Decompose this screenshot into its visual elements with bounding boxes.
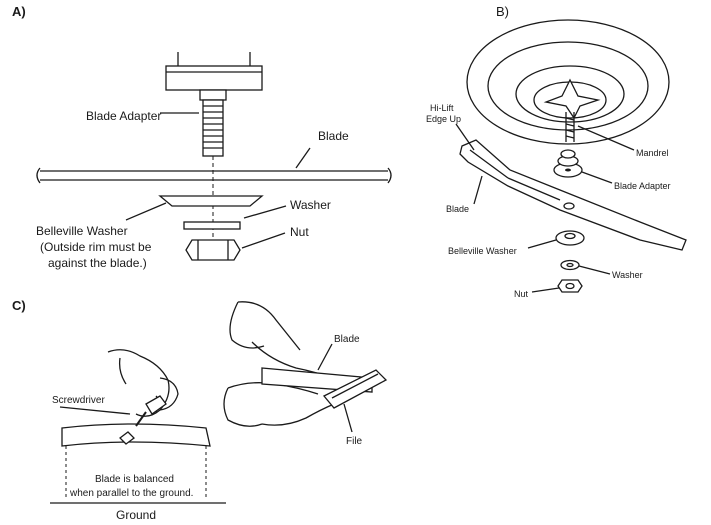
leader-file [343, 403, 353, 433]
label-blade-b: Blade [446, 204, 469, 214]
label-belleville-a-2: (Outside rim must be [40, 240, 152, 254]
deck-housing [466, 19, 670, 145]
label-washer-a: Washer [290, 198, 331, 212]
label-hilift-2: Edge Up [426, 114, 461, 124]
panel-a-letter: A) [12, 4, 26, 19]
leader-screwdriver [59, 406, 131, 415]
file [322, 369, 388, 409]
panel-a: A) [12, 4, 392, 270]
label-mandrel: Mandrel [636, 148, 669, 158]
blade-filing-illustration [223, 301, 388, 433]
leader-blade [295, 147, 311, 169]
nut-b [557, 279, 583, 293]
label-belleville-a-1: Belleville Washer [36, 224, 128, 238]
belleville-washer-a [158, 195, 264, 207]
label-balanced-1: Blade is balanced [95, 474, 174, 485]
leader-blade-adapter-b [581, 171, 613, 184]
label-screwdriver: Screwdriver [52, 395, 105, 406]
spindle-housing [165, 52, 263, 91]
label-blade-adapter-a: Blade Adapter [86, 109, 161, 123]
leader-hilift [455, 123, 475, 151]
blade-adapter-bolt [199, 89, 227, 157]
belleville-washer-b [555, 230, 585, 246]
leader-nut-b [531, 287, 560, 293]
blade-balance-illustration [50, 349, 226, 504]
mandrel [565, 112, 575, 142]
leader-mandrel [577, 125, 635, 151]
label-hilift-1: Hi-Lift [430, 103, 454, 113]
panel-c: C) Screwdriver Blade is balanced when pa… [12, 298, 388, 522]
label-belleville-a-3: against the blade.) [48, 256, 147, 270]
panel-b-letter: B) [496, 4, 509, 19]
label-ground: Ground [116, 508, 156, 522]
leader-nut [241, 232, 286, 249]
label-blade-c: Blade [334, 334, 360, 345]
leader-washer-b [578, 265, 611, 275]
panel-c-letter: C) [12, 298, 26, 313]
blade-a [36, 167, 392, 184]
label-washer-b: Washer [612, 270, 643, 280]
nut-a [185, 239, 241, 261]
washer-b [560, 259, 580, 271]
blade-b [459, 139, 687, 251]
label-nut-a: Nut [290, 225, 309, 239]
leader-belleville [125, 202, 167, 221]
label-belleville-b: Belleville Washer [448, 246, 517, 256]
label-file: File [346, 436, 363, 447]
panel-b: B) [426, 4, 687, 299]
label-blade-a: Blade [318, 129, 349, 143]
leader-blade-c [317, 343, 333, 371]
label-nut-b: Nut [514, 289, 529, 299]
washer-a [183, 221, 241, 230]
leader-belleville-b [527, 239, 557, 249]
screwdriver [145, 395, 167, 415]
label-balanced-2: when parallel to the ground. [69, 488, 193, 499]
blade-adapter-b [553, 149, 583, 178]
label-blade-adapter-b: Blade Adapter [614, 181, 671, 191]
leader-blade-b [473, 175, 483, 205]
leader-washer [243, 205, 287, 219]
